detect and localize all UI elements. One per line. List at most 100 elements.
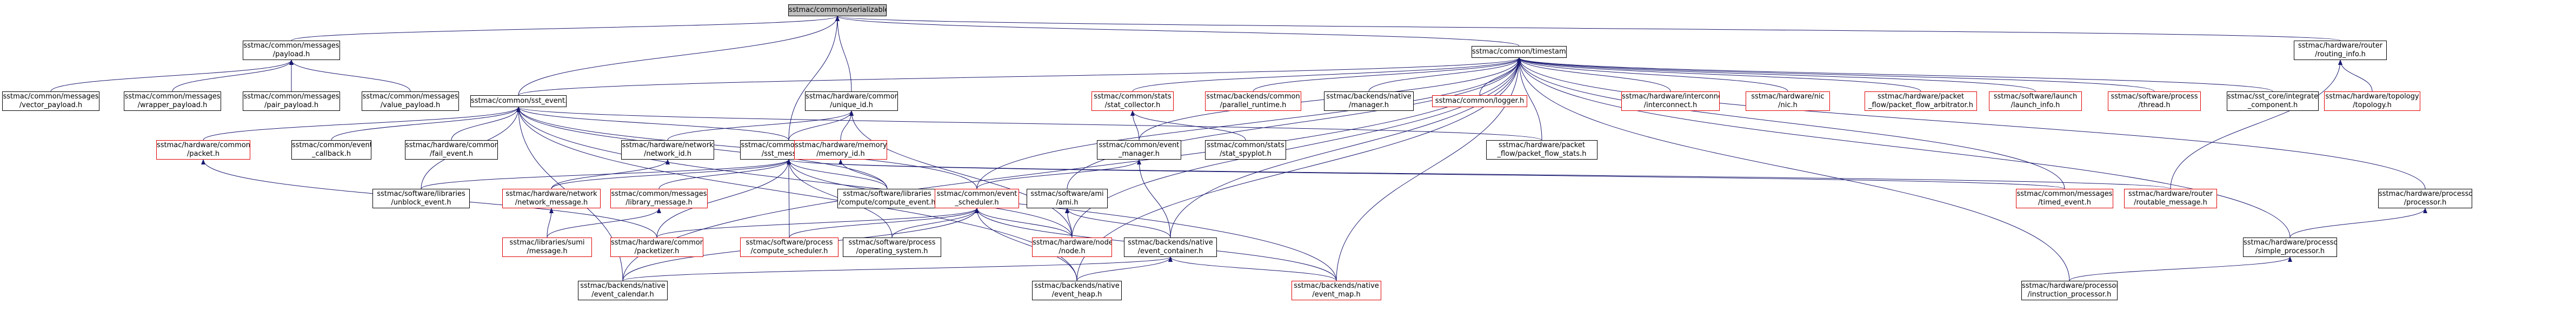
node-network-message[interactable]: sstmac/hardware/network/network_message.… xyxy=(502,189,601,208)
edge-event-container-to-ami xyxy=(1065,208,1171,238)
edge-instruction-processor-to-simple-processor xyxy=(2069,256,2292,281)
node-label-line: /nic.h xyxy=(1778,101,1798,109)
node-vector-payload[interactable]: sstmac/common/messages/vector_payload.h xyxy=(2,91,99,111)
node-packet[interactable]: sstmac/hardware/common/packet.h xyxy=(156,140,250,160)
node-event-calendar[interactable]: sstmac/backends/native/event_calendar.h xyxy=(578,281,668,300)
node-fail-event[interactable]: sstmac/hardware/common/fail_event.h xyxy=(405,140,498,160)
node-label-line: sstmac/backends/native xyxy=(1294,282,1379,290)
node-event-manager[interactable]: sstmac/common/event_manager.h xyxy=(1097,140,1181,160)
edge-processor-to-timestamp xyxy=(1517,57,2426,189)
node-label-line: /compute/compute_event.h xyxy=(838,199,936,207)
node-label-line: /event_container.h xyxy=(1137,247,1203,255)
node-label-line: sstmac/common/event xyxy=(936,190,1017,198)
node-label-line: sstmac/common/messages xyxy=(3,93,99,101)
node-label-line: /manager.h xyxy=(1349,101,1389,109)
node-integrated-component[interactable]: sstmac/sst_core/integrated_component.h xyxy=(2227,91,2319,111)
node-label-line: sstmac/hardware/router xyxy=(2298,42,2383,50)
node-label-line: /compute_scheduler.h xyxy=(750,247,828,255)
node-value-payload[interactable]: sstmac/common/messages/value_payload.h xyxy=(362,91,459,111)
node-label-line: /network_message.h xyxy=(515,199,588,207)
edge-sst-message-to-sst-event xyxy=(516,107,789,141)
node-pair-payload[interactable]: sstmac/common/messages/pair_payload.h xyxy=(243,91,340,111)
node-logger[interactable]: sstmac/common/logger.h xyxy=(1432,95,1527,107)
node-timestamp[interactable]: sstmac/common/timestamp.h xyxy=(1472,46,1567,58)
edge-sumi-message-to-network-message xyxy=(547,208,554,238)
node-packet-flow-stats[interactable]: sstmac/hardware/packet_flow/packet_flow_… xyxy=(1486,140,1597,160)
edge-packet-to-sst-event xyxy=(203,107,521,141)
node-topology[interactable]: sstmac/hardware/topology/topology.h xyxy=(2324,91,2420,111)
node-nic[interactable]: sstmac/hardware/nic/nic.h xyxy=(1746,91,1830,111)
node-routable-message[interactable]: sstmac/hardware/router/routable_message.… xyxy=(2124,189,2217,208)
node-label-line: /operating_system.h xyxy=(856,247,928,255)
node-native-manager[interactable]: sstmac/backends/native/manager.h xyxy=(1324,91,1414,111)
node-label-line: /thread.h xyxy=(2138,101,2171,109)
node-packet-flow-arbitrator[interactable]: sstmac/hardware/packet_flow/packet_flow_… xyxy=(1865,91,1977,111)
edge-packetizer-to-event-scheduler xyxy=(656,208,979,238)
edge-node-to-unique-id xyxy=(849,110,1073,238)
node-label-line: sstmac/common/serializable.h xyxy=(789,6,887,14)
node-event-map[interactable]: sstmac/backends/native/event_map.h xyxy=(1292,281,1381,300)
edge-routable-message-to-sst-message xyxy=(787,159,2171,189)
node-stat-collector[interactable]: sstmac/common/stats/stat_collector.h xyxy=(1091,91,1174,111)
node-event-scheduler[interactable]: sstmac/common/event_scheduler.h xyxy=(935,189,1019,208)
edge-launch-info-to-timestamp xyxy=(1517,57,2036,92)
edge-sst-message-to-unique-id xyxy=(788,110,854,141)
node-label-line: sstmac/software/launch xyxy=(1993,93,2078,101)
node-label-line: sstmac/hardware/common xyxy=(806,93,898,101)
node-label-line: sstmac/backends/native xyxy=(1326,93,1412,101)
node-library-message[interactable]: sstmac/common/messages/library_message.h xyxy=(610,189,708,208)
node-label-line: /ami.h xyxy=(1056,199,1079,207)
node-label-line: /pair_payload.h xyxy=(264,101,319,109)
node-routing-info[interactable]: sstmac/hardware/router/routing_info.h xyxy=(2294,41,2387,60)
node-thread[interactable]: sstmac/software/process/thread.h xyxy=(2108,91,2201,111)
node-unique-id[interactable]: sstmac/hardware/common/unique_id.h xyxy=(805,91,898,111)
edge-thread-to-timestamp xyxy=(1517,57,2155,92)
node-compute-scheduler[interactable]: sstmac/software/process/compute_schedule… xyxy=(740,238,838,257)
edge-compute-scheduler-to-event-scheduler xyxy=(789,208,979,238)
node-label-line: sstmac/backends/native xyxy=(1128,239,1213,247)
node-event-container[interactable]: sstmac/backends/native/event_container.h xyxy=(1124,238,1217,257)
node-msg-payload[interactable]: sstmac/common/messages/payload.h xyxy=(243,41,340,60)
node-unblock-event[interactable]: sstmac/software/libraries/unblock_event.… xyxy=(372,189,470,208)
edge-packet-flow-arbitrator-to-timestamp xyxy=(1517,57,1921,92)
edge-nic-to-timestamp xyxy=(1517,57,1788,92)
node-label-line: /routing_info.h xyxy=(2315,50,2366,58)
node-processor[interactable]: sstmac/hardware/processor/processor.h xyxy=(2378,189,2472,208)
node-callback[interactable]: sstmac/common/event_callback.h xyxy=(291,140,371,160)
node-label-line: /packet.h xyxy=(187,150,220,158)
edge-integrated-component-to-timestamp xyxy=(1517,57,2273,92)
node-stat-spyplot[interactable]: sstmac/common/stats/stat_spyplot.h xyxy=(1205,140,1286,160)
node-memory-id[interactable]: sstmac/hardware/memory/memory_id.h xyxy=(794,140,887,160)
node-compute-event[interactable]: sstmac/software/libraries/compute/comput… xyxy=(837,189,937,208)
node-packetizer[interactable]: sstmac/hardware/common/packetizer.h xyxy=(610,238,703,257)
node-label-line: sstmac/common/messages xyxy=(243,93,340,101)
node-wrapper-payload[interactable]: sstmac/common/messages/wrapper_payload.h xyxy=(124,91,221,111)
node-sumi-message[interactable]: sstmac/libraries/sumi/message.h xyxy=(502,238,592,257)
node-label-line: /event_heap.h xyxy=(1051,291,1102,299)
edge-event-scheduler-to-event-manager xyxy=(976,159,1141,189)
node-sst-event[interactable]: sstmac/common/sst_event.h xyxy=(470,95,567,107)
node-label-line: sstmac/common/messages xyxy=(124,93,221,101)
node-ami[interactable]: sstmac/software/ami/ami.h xyxy=(1027,189,1108,208)
node-network-id[interactable]: sstmac/hardware/network/network_id.h xyxy=(621,140,714,160)
edge-msg-payload-to-serializable xyxy=(291,16,840,41)
node-simple-processor[interactable]: sstmac/hardware/processor/simple_process… xyxy=(2243,238,2337,257)
node-instruction-processor[interactable]: sstmac/hardware/processor/instruction_pr… xyxy=(2021,281,2118,300)
node-label-line: /routable_message.h xyxy=(2134,199,2207,207)
edge-fail-event-to-sst-event xyxy=(451,107,521,141)
edge-event-container-to-timestamp xyxy=(1170,57,1521,238)
node-launch-info[interactable]: sstmac/software/launch/launch_info.h xyxy=(1989,91,2082,111)
node-label-line: /node.h xyxy=(1059,247,1086,255)
edge-simple-processor-to-timestamp xyxy=(1517,57,2291,238)
node-timed-event[interactable]: sstmac/common/messages/timed_event.h xyxy=(2016,189,2113,208)
node-event-heap[interactable]: sstmac/backends/native/event_heap.h xyxy=(1032,281,1122,300)
edge-packet-flow-stats-to-sst-event xyxy=(516,107,1542,141)
node-label-line: sstmac/hardware/router xyxy=(2128,190,2213,198)
node-parallel-runtime[interactable]: sstmac/backends/common/parallel_runtime.… xyxy=(1205,91,1301,111)
node-node[interactable]: sstmac/hardware/node/node.h xyxy=(1032,238,1112,257)
node-interconnect[interactable]: sstmac/hardware/interconnect/interconnec… xyxy=(1621,91,1720,111)
node-label-line: /fail_event.h xyxy=(429,150,474,158)
edge-parallel-runtime-to-timestamp xyxy=(1253,57,1521,92)
node-operating-system[interactable]: sstmac/software/process/operating_system… xyxy=(843,238,941,257)
node-label-line: sstmac/backends/native xyxy=(580,282,665,290)
